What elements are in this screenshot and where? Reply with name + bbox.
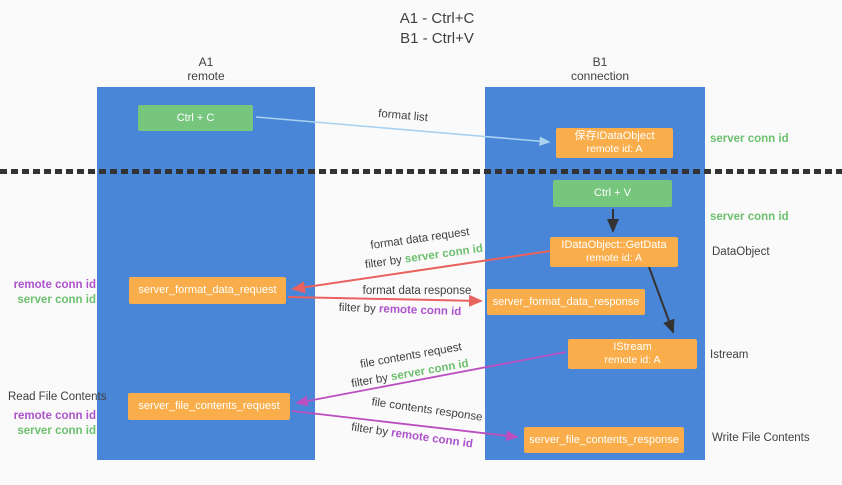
flow-label-filter-by-remote-conn-id-1: filter by remote conn id [338, 302, 461, 318]
save-idataobject-line1: 保存IDataObject [574, 130, 655, 142]
title-line-1: A1 - Ctrl+C [399, 10, 475, 27]
idataobject-getdata-box: IDataObject::GetData remote id: A [550, 237, 678, 267]
server-format-data-request-label: server_format_data_request [138, 284, 277, 296]
server-file-contents-request-box: server_file_contents_request [128, 393, 290, 420]
right-write-file-contents-label: Write File Contents [712, 432, 810, 444]
lifeline-a1-name: A1 [198, 55, 214, 69]
filter-by-text: filter by [338, 301, 376, 316]
istream-box: IStream remote id: A [568, 339, 697, 369]
server-format-data-response-box: server_format_data_response [487, 289, 645, 315]
left-remote-conn-id-mid: remote conn id [13, 279, 96, 291]
dotted-divider [0, 169, 842, 174]
remote-conn-id-text: remote conn id [390, 427, 474, 451]
server-file-contents-response-label: server_file_contents_response [529, 433, 679, 446]
lifeline-b1-name: B1 [592, 55, 608, 69]
left-remote-conn-id-bottom: remote conn id [13, 410, 96, 422]
lifeline-header-b1: B1 connection [550, 55, 650, 83]
right-server-conn-id-top: server conn id [710, 133, 789, 145]
server-conn-id-text: server conn id [404, 242, 484, 266]
save-idataobject-line2: remote id: A [586, 143, 643, 155]
left-conn-id-group-bottom: remote conn id server conn id [0, 409, 96, 439]
idataobject-getdata-line2: remote id: A [585, 252, 643, 264]
right-dataobject-label: DataObject [712, 246, 770, 258]
server-file-contents-response-box: server_file_contents_response [524, 427, 684, 453]
ctrl-c-box: Ctrl + C [138, 105, 253, 131]
filter-by-text: filter by [350, 371, 390, 391]
server-format-data-response-label: server_format_data_response [492, 295, 640, 308]
title-line-2: B1 - Ctrl+V [400, 30, 474, 47]
flow-label-file-contents-response: file contents response [370, 396, 484, 424]
lifeline-b1-role: connection [570, 69, 630, 83]
save-idataobject-box: 保存IDataObject remote id: A [556, 128, 673, 158]
left-server-conn-id-mid: server conn id [17, 294, 96, 306]
filter-by-text: filter by [364, 254, 403, 272]
ctrl-v-label: Ctrl + V [594, 187, 631, 199]
istream-line2: remote id: A [604, 354, 661, 366]
flow-label-filter-by-remote-conn-id-2: filter by remote conn id [350, 422, 473, 451]
right-server-conn-id-mid: server conn id [710, 211, 789, 223]
left-conn-id-group-mid: remote conn id server conn id [0, 278, 96, 308]
flow-label-format-list: format list [377, 107, 429, 125]
ctrl-v-box: Ctrl + V [553, 180, 672, 207]
idataobject-getdata-line1: IDataObject::GetData [561, 239, 667, 251]
left-server-conn-id-bottom: server conn id [17, 425, 96, 437]
ctrl-c-label: Ctrl + C [176, 111, 215, 124]
right-istream-label: Istream [710, 349, 749, 361]
diagram-title: A1 - Ctrl+C B1 - Ctrl+V [337, 9, 537, 49]
lifeline-a1-role: remote [187, 69, 225, 83]
remote-conn-id-text: remote conn id [378, 303, 462, 319]
server-file-contents-request-label: server_file_contents_request [138, 400, 280, 412]
server-format-data-request-box: server_format_data_request [129, 277, 286, 304]
flow-label-format-data-response: format data response [362, 285, 472, 297]
lifeline-header-a1: A1 remote [156, 55, 256, 83]
arrow-format-data-response [287, 294, 483, 307]
istream-line1: IStream [613, 341, 652, 353]
filter-by-text: filter by [350, 421, 389, 439]
left-read-file-contents-label: Read File Contents [8, 391, 107, 403]
